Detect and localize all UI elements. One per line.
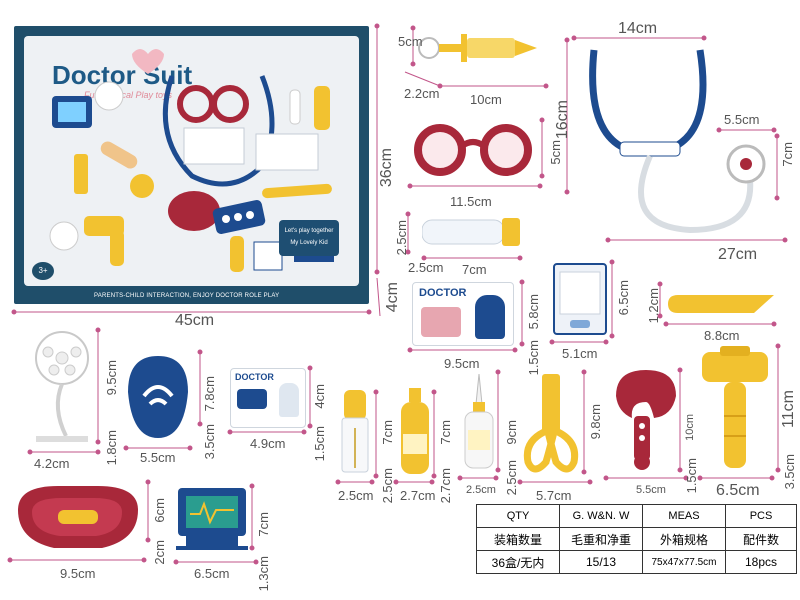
card-height: 5.8cm (526, 294, 541, 330)
ear-piece-toy (128, 356, 188, 438)
stethoscope-toy (589, 49, 766, 234)
hammer-toy (702, 346, 768, 468)
lamp-depth: 1.8cm (104, 430, 119, 466)
spec-header-pcs-cn: 配件数 (725, 527, 797, 551)
syringe-depth: 2.2cm (404, 86, 440, 101)
scissors-height: 9.8cm (588, 404, 603, 440)
syringe-width: 10cm (470, 92, 502, 107)
product-package: Doctor Suit Fun Medical Play toys (14, 26, 369, 304)
package-subtitle: Fun Medical Play toys (84, 90, 173, 100)
chestpiece-width: 5.5cm (724, 112, 760, 127)
spec-weight-value: 15/13 (559, 550, 643, 574)
glasses-width: 11.5cm (450, 194, 492, 209)
monitor-width: 6.5cm (194, 566, 230, 581)
lamp-toy (35, 331, 89, 442)
white-bottle-height: 9cm (504, 420, 519, 445)
spec-meas-value: 75x47x77.5cm (642, 550, 726, 574)
age-badge: 3+ (32, 262, 54, 280)
spec-table: QTY G. W&N. W MEAS PCS 装箱数量 毛重和净重 外箱规格 配… (476, 504, 797, 574)
kidney-tray-toy (18, 486, 138, 548)
spec-header-meas: MEAS (642, 504, 726, 528)
glasses-height: 5cm (548, 140, 563, 165)
ear-piece-width: 5.5cm (140, 450, 176, 465)
scissors-toy (523, 374, 579, 473)
thermometer-toy (668, 295, 774, 313)
doctor-card-toy: DOCTOR (412, 282, 514, 346)
spec-values-row: 36盒/无内 15/13 75x47x77.5cm 18pcs (476, 550, 797, 574)
reflex-depth: 1.5cm (684, 458, 699, 494)
thermometer-width: 8.8cm (704, 328, 740, 343)
syringe-toy (418, 34, 537, 62)
hammer-height: 11cm (780, 390, 797, 428)
syringe-height: 5cm (398, 34, 423, 49)
spec-header-en-row: QTY G. W&N. W MEAS PCS (476, 504, 797, 528)
stethoscope-length: 27cm (718, 246, 758, 263)
package-depth-label: 4cm (384, 282, 401, 313)
yellow-bottle-width: 2.7cm (400, 488, 436, 503)
stethoscope-height: 16cm (554, 100, 571, 140)
scissors-width: 5.7cm (536, 488, 572, 503)
white-bottle-width: 2.5cm (466, 484, 496, 496)
vial-toy (341, 390, 369, 473)
package-side-label: Let's play together My Lovely Kid (279, 220, 339, 256)
vial-height: 7cm (380, 420, 395, 445)
spec-pcs-value: 18pcs (725, 550, 797, 574)
card-width: 9.5cm (444, 356, 480, 371)
yellow-bottle-toy (401, 388, 429, 474)
tray-height: 6cm (152, 498, 167, 523)
white-bottle-depth: 2.5cm (504, 460, 519, 496)
spec-header-qty: QTY (476, 504, 560, 528)
spec-qty-value: 36盒/无内 (476, 550, 560, 574)
package-width-label: 45cm (175, 312, 215, 329)
mini-card-toy: DOCTOR (230, 368, 306, 428)
chestpiece-height: 7cm (780, 142, 795, 167)
monitor-toy (176, 488, 248, 550)
reflex-width: 5.5cm (636, 484, 666, 496)
vial-depth: 2.5cm (380, 468, 395, 504)
test-tube-toy (422, 218, 520, 246)
package-bottom-text: PARENTS-CHILD INTERACTION, ENJOY DOCTOR … (94, 293, 280, 299)
package-contents (49, 49, 334, 272)
badge-width: 5.1cm (562, 346, 598, 361)
ear-piece-depth: 3.5cm (202, 424, 217, 460)
hammer-width: 6.5cm (716, 482, 760, 499)
monitor-depth: 1.3cm (256, 556, 271, 592)
reflex-height: 10cm (684, 414, 696, 441)
spec-header-meas-cn: 外箱规格 (642, 527, 726, 551)
spec-header-qty-cn: 装箱数量 (476, 527, 560, 551)
yellow-bottle-depth: 2.7cm (438, 468, 453, 504)
tube-depth: 2.5cm (408, 260, 444, 275)
mini-card-width: 4.9cm (250, 436, 286, 451)
lamp-width: 4.2cm (34, 456, 70, 471)
glasses-toy (414, 124, 532, 176)
ear-piece-height: 7.8cm (202, 376, 217, 412)
tray-depth: 2cm (152, 540, 167, 565)
reflex-tool-toy (616, 370, 676, 470)
hammer-depth: 3.5cm (782, 454, 797, 490)
card-depth: 1.5cm (526, 340, 541, 376)
package-height-label: 36cm (378, 148, 395, 188)
vial-width: 2.5cm (338, 488, 374, 503)
tube-height: 2.5cm (394, 220, 409, 256)
spec-header-cn-row: 装箱数量 毛重和净重 外箱规格 配件数 (476, 527, 797, 551)
stethoscope-width: 14cm (618, 20, 658, 37)
spec-header-pcs: PCS (725, 504, 797, 528)
monitor-height: 7cm (256, 512, 271, 537)
package-window: Doctor Suit Fun Medical Play toys (24, 36, 359, 286)
id-badge-toy (553, 263, 607, 335)
badge-height: 6.5cm (616, 280, 631, 316)
white-bottle-toy (464, 373, 494, 469)
tube-width: 7cm (462, 262, 487, 277)
spec-header-weight-cn: 毛重和净重 (559, 527, 643, 551)
mini-card-depth: 1.5cm (312, 426, 327, 462)
thermometer-height: 1.2cm (646, 288, 661, 324)
lamp-height: 9.5cm (104, 360, 119, 396)
tray-width: 9.5cm (60, 566, 96, 581)
spec-header-weight: G. W&N. W (559, 504, 643, 528)
mini-card-height: 4cm (312, 384, 327, 409)
yellow-bottle-height: 7cm (438, 420, 453, 445)
